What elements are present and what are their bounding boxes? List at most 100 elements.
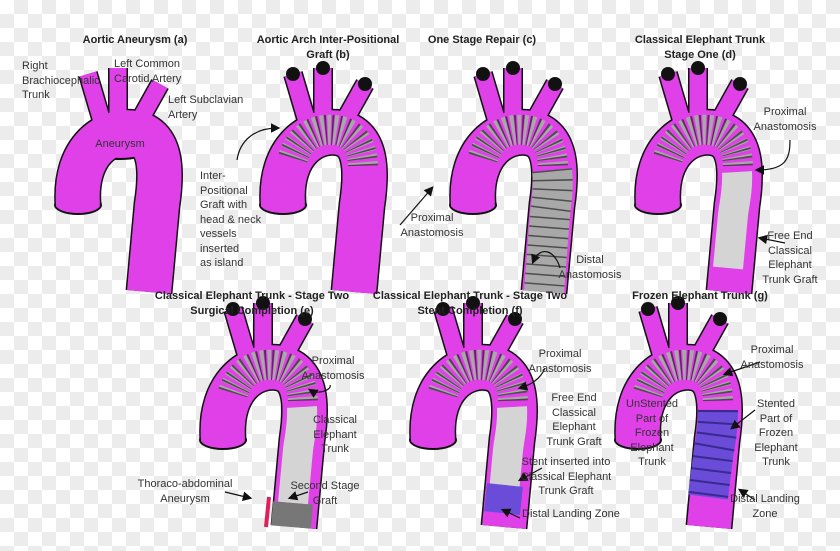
label-line: Part of (635, 412, 669, 425)
label-line: Inter- (200, 170, 226, 182)
label-line: Stented (757, 398, 795, 410)
label-line: Trunk (638, 456, 666, 468)
label-line: Classical (312, 414, 358, 426)
label-line: Elephant (768, 259, 812, 271)
label-line: Classical Elephant Trunk - Stage Two (154, 290, 350, 302)
pointer-arrow (757, 234, 786, 245)
label-line: Proximal (763, 106, 807, 118)
pointer-arrow (738, 488, 756, 501)
label-line: Right (22, 60, 48, 72)
label-line: Anastomosis (753, 120, 817, 133)
label-line: Part of (759, 412, 793, 425)
label-distal-landing-zone: Distal Landing Zone (522, 508, 620, 520)
label-line: Surgical Completion (e) (190, 304, 314, 317)
label-line: Proximal (311, 355, 355, 367)
label-line: vessels (200, 228, 237, 240)
label-line: inserted (200, 242, 240, 255)
label-line: as island (200, 257, 244, 269)
label-line: Anastomosis (301, 369, 365, 382)
aorta-e (199, 296, 329, 530)
label-line: Free End (551, 392, 597, 404)
pointer-arrow (307, 384, 331, 398)
label-line: Aortic Arch Inter-Positional (256, 34, 400, 46)
label-line: Proximal (750, 344, 794, 356)
aorta-g (614, 296, 744, 530)
label-line: Left Common (114, 58, 181, 70)
label-line: Elephant (754, 441, 798, 454)
label-line: Stent inserted into (521, 456, 611, 468)
pointer-arrow (754, 139, 791, 175)
label-line: Positional (200, 184, 248, 197)
label-line: Classical (767, 244, 812, 257)
pointer-arrow (224, 491, 253, 501)
label-line: Frozen (634, 427, 670, 439)
pointer-arrow (500, 508, 521, 519)
label-line: Distal Landing (730, 493, 800, 505)
pointer-arrow (730, 409, 756, 430)
label-line: Anastomosis (558, 268, 622, 281)
label-line: Stent Completion (f) (417, 304, 523, 317)
label-line: Free End (767, 230, 813, 242)
label-line: Thoraco-abdominal (137, 478, 233, 490)
panel-title-a: Aortic Aneurysm (a) (82, 34, 188, 46)
label-line: Elephant (630, 441, 674, 454)
label-line: Classical (551, 406, 596, 419)
pointer-arrow (517, 367, 546, 391)
label-line: Trunk (321, 443, 349, 455)
panel-title-g: Frozen Elephant Trunk (g) (632, 290, 768, 302)
label-line: head & neck (200, 213, 262, 226)
label-line: Anastomosis (528, 362, 592, 375)
label-line: Artery (168, 108, 198, 121)
label-aneurysm: Aneurysm (95, 138, 145, 150)
label-line: Proximal (538, 348, 582, 360)
label-line: Graft with (200, 199, 248, 211)
label-line: Graft (b) (306, 48, 350, 61)
label-line: Trunk (22, 89, 50, 101)
label-line: Classical Elephant Trunk (634, 34, 766, 46)
label-line: Aneurysm (160, 492, 210, 505)
pointer-arrow (287, 491, 309, 501)
aorta-f (409, 296, 539, 530)
label-line: Stage One (d) (664, 48, 736, 61)
label-line: Trunk (762, 456, 790, 468)
label-line: Zone (752, 507, 778, 520)
label-line: Trunk Graft (546, 435, 602, 448)
aorta-c (449, 61, 579, 295)
label-line: Distal (576, 254, 604, 266)
label-line: Brachiocephalic (22, 74, 100, 87)
label-line: Classical Elephant Trunk - Stage Two (372, 290, 568, 302)
aorta-a (54, 68, 184, 295)
aorta-b (259, 61, 389, 295)
label-line: Left Subclavian (168, 94, 244, 106)
label-line: Anastomosis (400, 226, 464, 239)
pointer-arrow (399, 186, 434, 226)
label-line: Elephant (313, 428, 357, 441)
label-line: Second Stage (290, 480, 360, 492)
panel-title-c: One Stage Repair (c) (427, 34, 537, 46)
aorta-d (634, 61, 764, 295)
pointer-arrow (517, 467, 543, 482)
label-line: Trunk Graft (538, 485, 594, 497)
label-line: Classical Elephant (520, 470, 612, 483)
